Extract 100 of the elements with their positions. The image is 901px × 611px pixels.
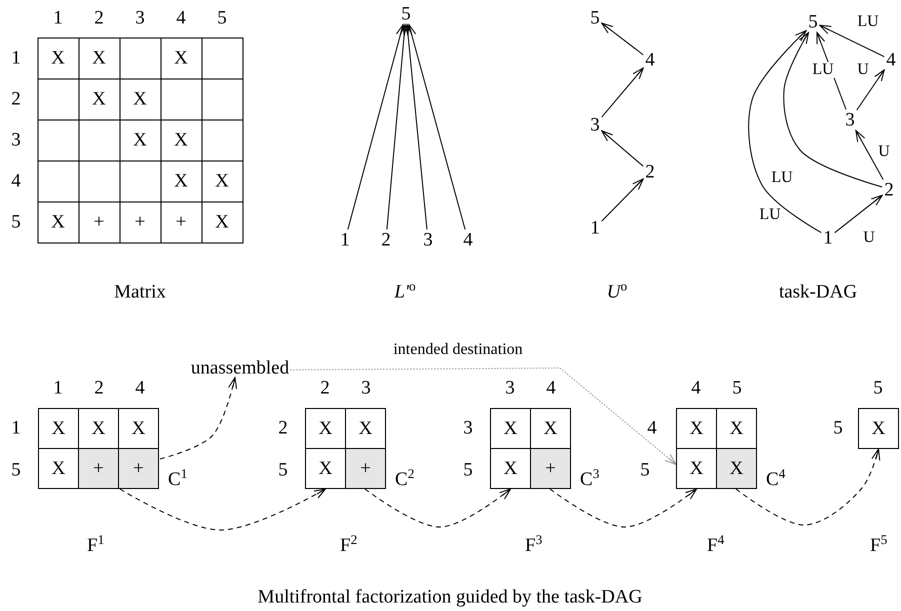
arrow	[386, 24, 409, 230]
arrow	[160, 377, 237, 460]
matrix-entry: X	[490, 448, 531, 489]
vertex-label: 2	[883, 180, 895, 200]
matrix-label: 4	[176, 8, 186, 28]
matrix-entry: X	[676, 408, 717, 449]
arrow	[748, 30, 822, 234]
vertex-label: 3	[844, 110, 856, 130]
edge-label: LU	[811, 62, 835, 78]
matrix-label: 2	[94, 8, 104, 28]
vertex-label: 3	[589, 116, 601, 134]
matrix-label: 3	[463, 418, 473, 438]
matrix-label: 4	[691, 378, 701, 398]
matrix-label: X	[92, 90, 106, 108]
matrix-name: F$^{5}$	[870, 536, 888, 555]
vertex-label: 5	[807, 12, 819, 32]
figure-caption: Multifrontal factorization guided by the task-DAG	[258, 588, 642, 606]
vertex-label: 2	[644, 162, 656, 182]
vertex-label: 1	[822, 228, 834, 248]
panel-caption: L'$^{o}$	[394, 282, 416, 302]
matrix-label: X	[174, 130, 188, 150]
arrow	[601, 22, 644, 56]
matrix-name: F$^{2}$	[340, 536, 358, 555]
vertex-label: 1	[589, 218, 601, 238]
arrow	[736, 448, 880, 526]
arrow	[290, 368, 676, 465]
block-label: C$^{1}$	[168, 470, 188, 489]
arrow	[120, 488, 326, 530]
arrow	[550, 488, 697, 528]
matrix-entry: X	[490, 408, 531, 449]
matrix-label: X	[51, 212, 65, 232]
block-label: C$^{3}$	[580, 470, 600, 489]
vertex-label: 4	[462, 230, 474, 250]
matrix-label: +	[134, 212, 146, 232]
arrow	[601, 130, 644, 167]
matrix-label: +	[94, 212, 104, 232]
matrix-label: 1	[11, 48, 21, 68]
matrix-label: X	[133, 130, 147, 150]
matrix-entry: X	[530, 408, 571, 449]
vertex-label: 2	[380, 230, 392, 250]
arrow	[347, 24, 405, 230]
arrow	[856, 69, 885, 111]
panel-caption: Matrix	[114, 282, 166, 302]
matrix-label: X	[215, 172, 229, 190]
matrix-entry: X	[38, 448, 79, 489]
matrix-label: X	[174, 172, 188, 190]
matrix-label: 5	[640, 460, 650, 480]
vertex-label: 5	[589, 8, 601, 28]
matrix-label: X	[174, 48, 188, 68]
block-label: C$^{4}$	[766, 470, 786, 489]
arrow	[601, 67, 644, 118]
matrix-label: 5	[11, 212, 21, 232]
matrix-label: 3	[505, 378, 515, 398]
matrix-entry: X	[305, 408, 346, 449]
vertex-label: 4	[885, 50, 897, 70]
matrix-label: 1	[53, 8, 63, 28]
matrix-entry: +	[345, 448, 386, 489]
matrix-entry: X	[676, 448, 717, 489]
matrix-label: 4	[11, 172, 21, 190]
matrix-label: 3	[361, 378, 371, 398]
matrix-label: +	[176, 212, 186, 232]
matrix-label: 5	[278, 460, 288, 480]
matrix-label: 5	[873, 378, 883, 398]
matrix-label: 3	[135, 8, 145, 28]
matrix-label: 1	[11, 418, 21, 438]
matrix-entry: X	[38, 408, 79, 449]
matrix-label: 4	[647, 418, 657, 438]
arrow	[783, 32, 883, 188]
matrix-label: 3	[11, 130, 21, 150]
matrix-label: 5	[732, 378, 742, 398]
matrix-label: X	[133, 90, 147, 108]
matrix-name: F$^{3}$	[525, 536, 542, 555]
matrix-label: 5	[11, 460, 21, 480]
matrix-label: X	[92, 48, 106, 68]
matrix-label: 2	[278, 418, 288, 438]
panel-caption: U$^{o}$	[606, 282, 628, 302]
matrix-label: 1	[53, 378, 63, 398]
arrow	[819, 24, 885, 58]
arrow	[364, 488, 511, 528]
vertex-label: 1	[339, 230, 351, 250]
matrix-label: 2	[320, 378, 330, 398]
matrix-entry: X	[118, 408, 159, 449]
matrix-name: F$^{1}$	[87, 536, 104, 555]
matrix-label: 4	[546, 378, 556, 398]
matrix-label: 5	[217, 8, 227, 28]
annotation-text: unassembled	[190, 358, 290, 378]
matrix-entry: X	[716, 448, 757, 489]
matrix-entry: +	[78, 448, 119, 489]
matrix-entry: +	[530, 448, 571, 489]
vertex-label: 4	[644, 50, 656, 70]
arrow	[407, 24, 466, 230]
panel-caption: task-DAG	[778, 282, 858, 302]
arrow	[601, 178, 644, 222]
vertex-label: 3	[422, 230, 434, 250]
matrix-entry: X	[858, 408, 899, 449]
arrow	[404, 24, 428, 230]
matrix-label: X	[215, 212, 229, 232]
matrix-entry: X	[345, 408, 386, 449]
vertex-label: 5	[400, 4, 412, 24]
matrix-label: 2	[94, 378, 104, 398]
